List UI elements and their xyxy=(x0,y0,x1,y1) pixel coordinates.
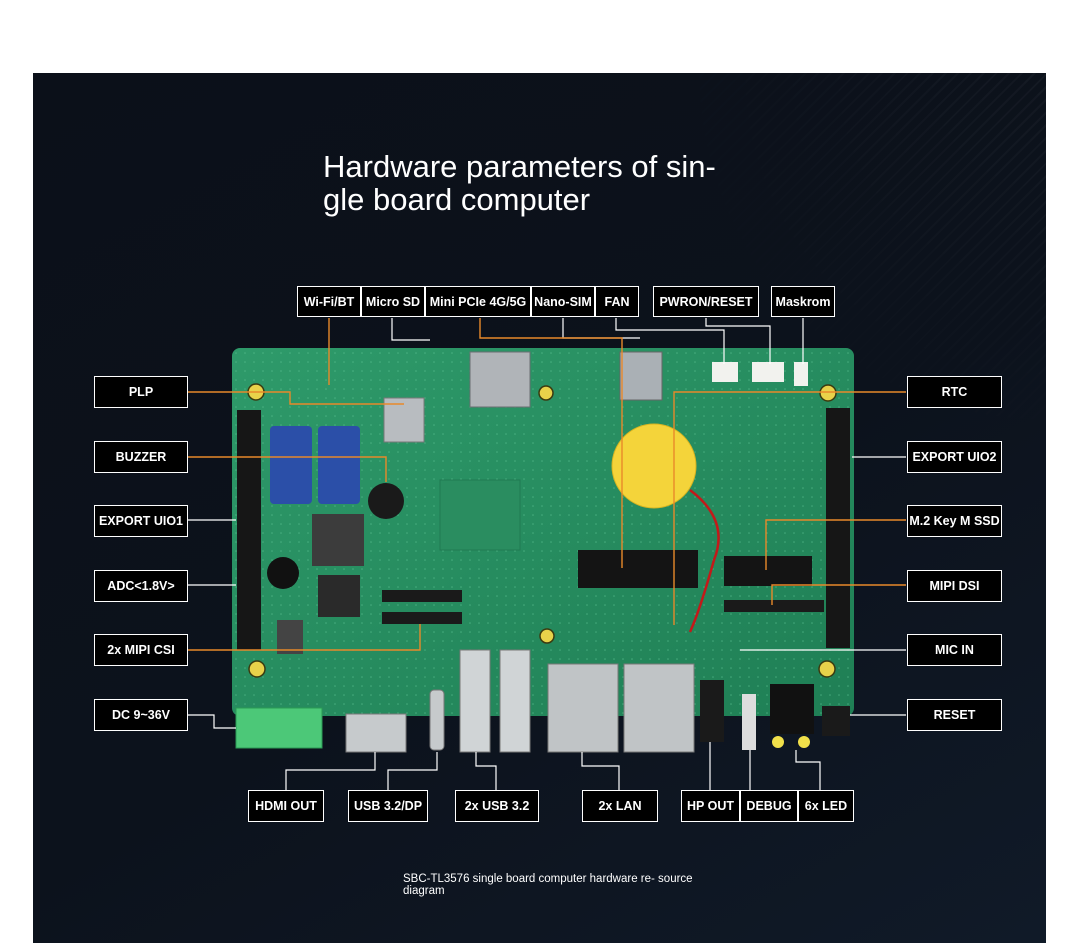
mount-hole xyxy=(248,660,266,678)
label-mini-pcie: Mini PCIe 4G/5G xyxy=(425,286,531,317)
mini-pcie-slot xyxy=(578,550,698,588)
left-pin-header xyxy=(237,410,261,650)
led xyxy=(772,736,784,748)
label-adc: ADC<1.8V> xyxy=(94,570,188,602)
label-dc: DC 9~36V xyxy=(94,699,188,731)
fan-connector xyxy=(712,362,738,382)
label-maskrom: Maskrom xyxy=(771,286,835,317)
m2-ssd-slot xyxy=(724,556,812,586)
headphone-jack xyxy=(700,680,724,742)
mount-hole xyxy=(819,384,837,402)
label-6x-led: 6x LED xyxy=(798,790,854,822)
label-mipi-dsi: MIPI DSI xyxy=(907,570,1002,602)
inductor xyxy=(277,620,303,654)
label-debug: DEBUG xyxy=(740,790,798,822)
mount-hole xyxy=(818,660,836,678)
mount-hole xyxy=(539,628,555,644)
wifi-module xyxy=(383,397,425,443)
label-micro-sd: Micro SD xyxy=(361,286,425,317)
soc-chip xyxy=(439,479,521,551)
label-pwron-reset: PWRON/RESET xyxy=(653,286,759,317)
mipi-csi-connector xyxy=(382,590,462,602)
buzzer xyxy=(368,483,404,519)
micro-sd-slot xyxy=(469,351,531,408)
label-hp-out: HP OUT xyxy=(681,790,740,822)
nano-sim-slot xyxy=(619,351,663,401)
figure-caption: SBC-TL3576 single board computer hardwar… xyxy=(403,873,693,897)
capacitor xyxy=(270,426,312,504)
regulator-chip xyxy=(318,575,360,617)
page-title: Hardware parameters of sin- gle board co… xyxy=(323,149,716,217)
rtc-battery xyxy=(611,423,697,509)
capacitor xyxy=(318,426,360,504)
lan-port xyxy=(547,663,619,753)
battery-wire xyxy=(688,489,720,633)
maskrom-button xyxy=(794,362,808,386)
label-nano-sim: Nano-SIM xyxy=(531,286,595,317)
label-export-uio1: EXPORT UIO1 xyxy=(94,505,188,537)
label-usb-dp: USB 3.2/DP xyxy=(348,790,428,822)
electrolytic-capacitor xyxy=(267,557,299,589)
label-rtc: RTC xyxy=(907,376,1002,408)
mount-hole xyxy=(538,385,554,401)
label-hdmi-out: HDMI OUT xyxy=(248,790,324,822)
label-m2-ssd: M.2 Key M SSD xyxy=(907,505,1002,537)
usb-c-port xyxy=(429,689,445,751)
lan-port xyxy=(623,663,695,753)
label-mic-in: MIC IN xyxy=(907,634,1002,666)
reset-button xyxy=(822,706,850,736)
mipi-dsi-connector xyxy=(724,600,824,612)
label-buzzer: BUZZER xyxy=(94,441,188,473)
orange-leader-lines xyxy=(186,318,906,651)
pwron-connector xyxy=(752,362,784,382)
led-header xyxy=(770,684,814,734)
label-wifi-bt: Wi-Fi/BT xyxy=(297,286,361,317)
mipi-csi-connector xyxy=(382,612,462,624)
label-2x-lan: 2x LAN xyxy=(582,790,658,822)
label-fan: FAN xyxy=(595,286,639,317)
hdmi-port xyxy=(345,713,407,753)
led xyxy=(798,736,810,748)
usb-port xyxy=(499,649,531,753)
dc-power-terminal xyxy=(235,707,323,749)
label-export-uio2: EXPORT UIO2 xyxy=(907,441,1002,473)
label-2x-usb: 2x USB 3.2 xyxy=(455,790,539,822)
leader-lines xyxy=(186,318,906,790)
debug-connector xyxy=(742,694,756,750)
label-plp: PLP xyxy=(94,376,188,408)
label-mipi-csi: 2x MIPI CSI xyxy=(94,634,188,666)
inductor xyxy=(312,514,364,566)
usb-port xyxy=(459,649,491,753)
right-pin-header xyxy=(826,408,850,648)
label-reset: RESET xyxy=(907,699,1002,731)
